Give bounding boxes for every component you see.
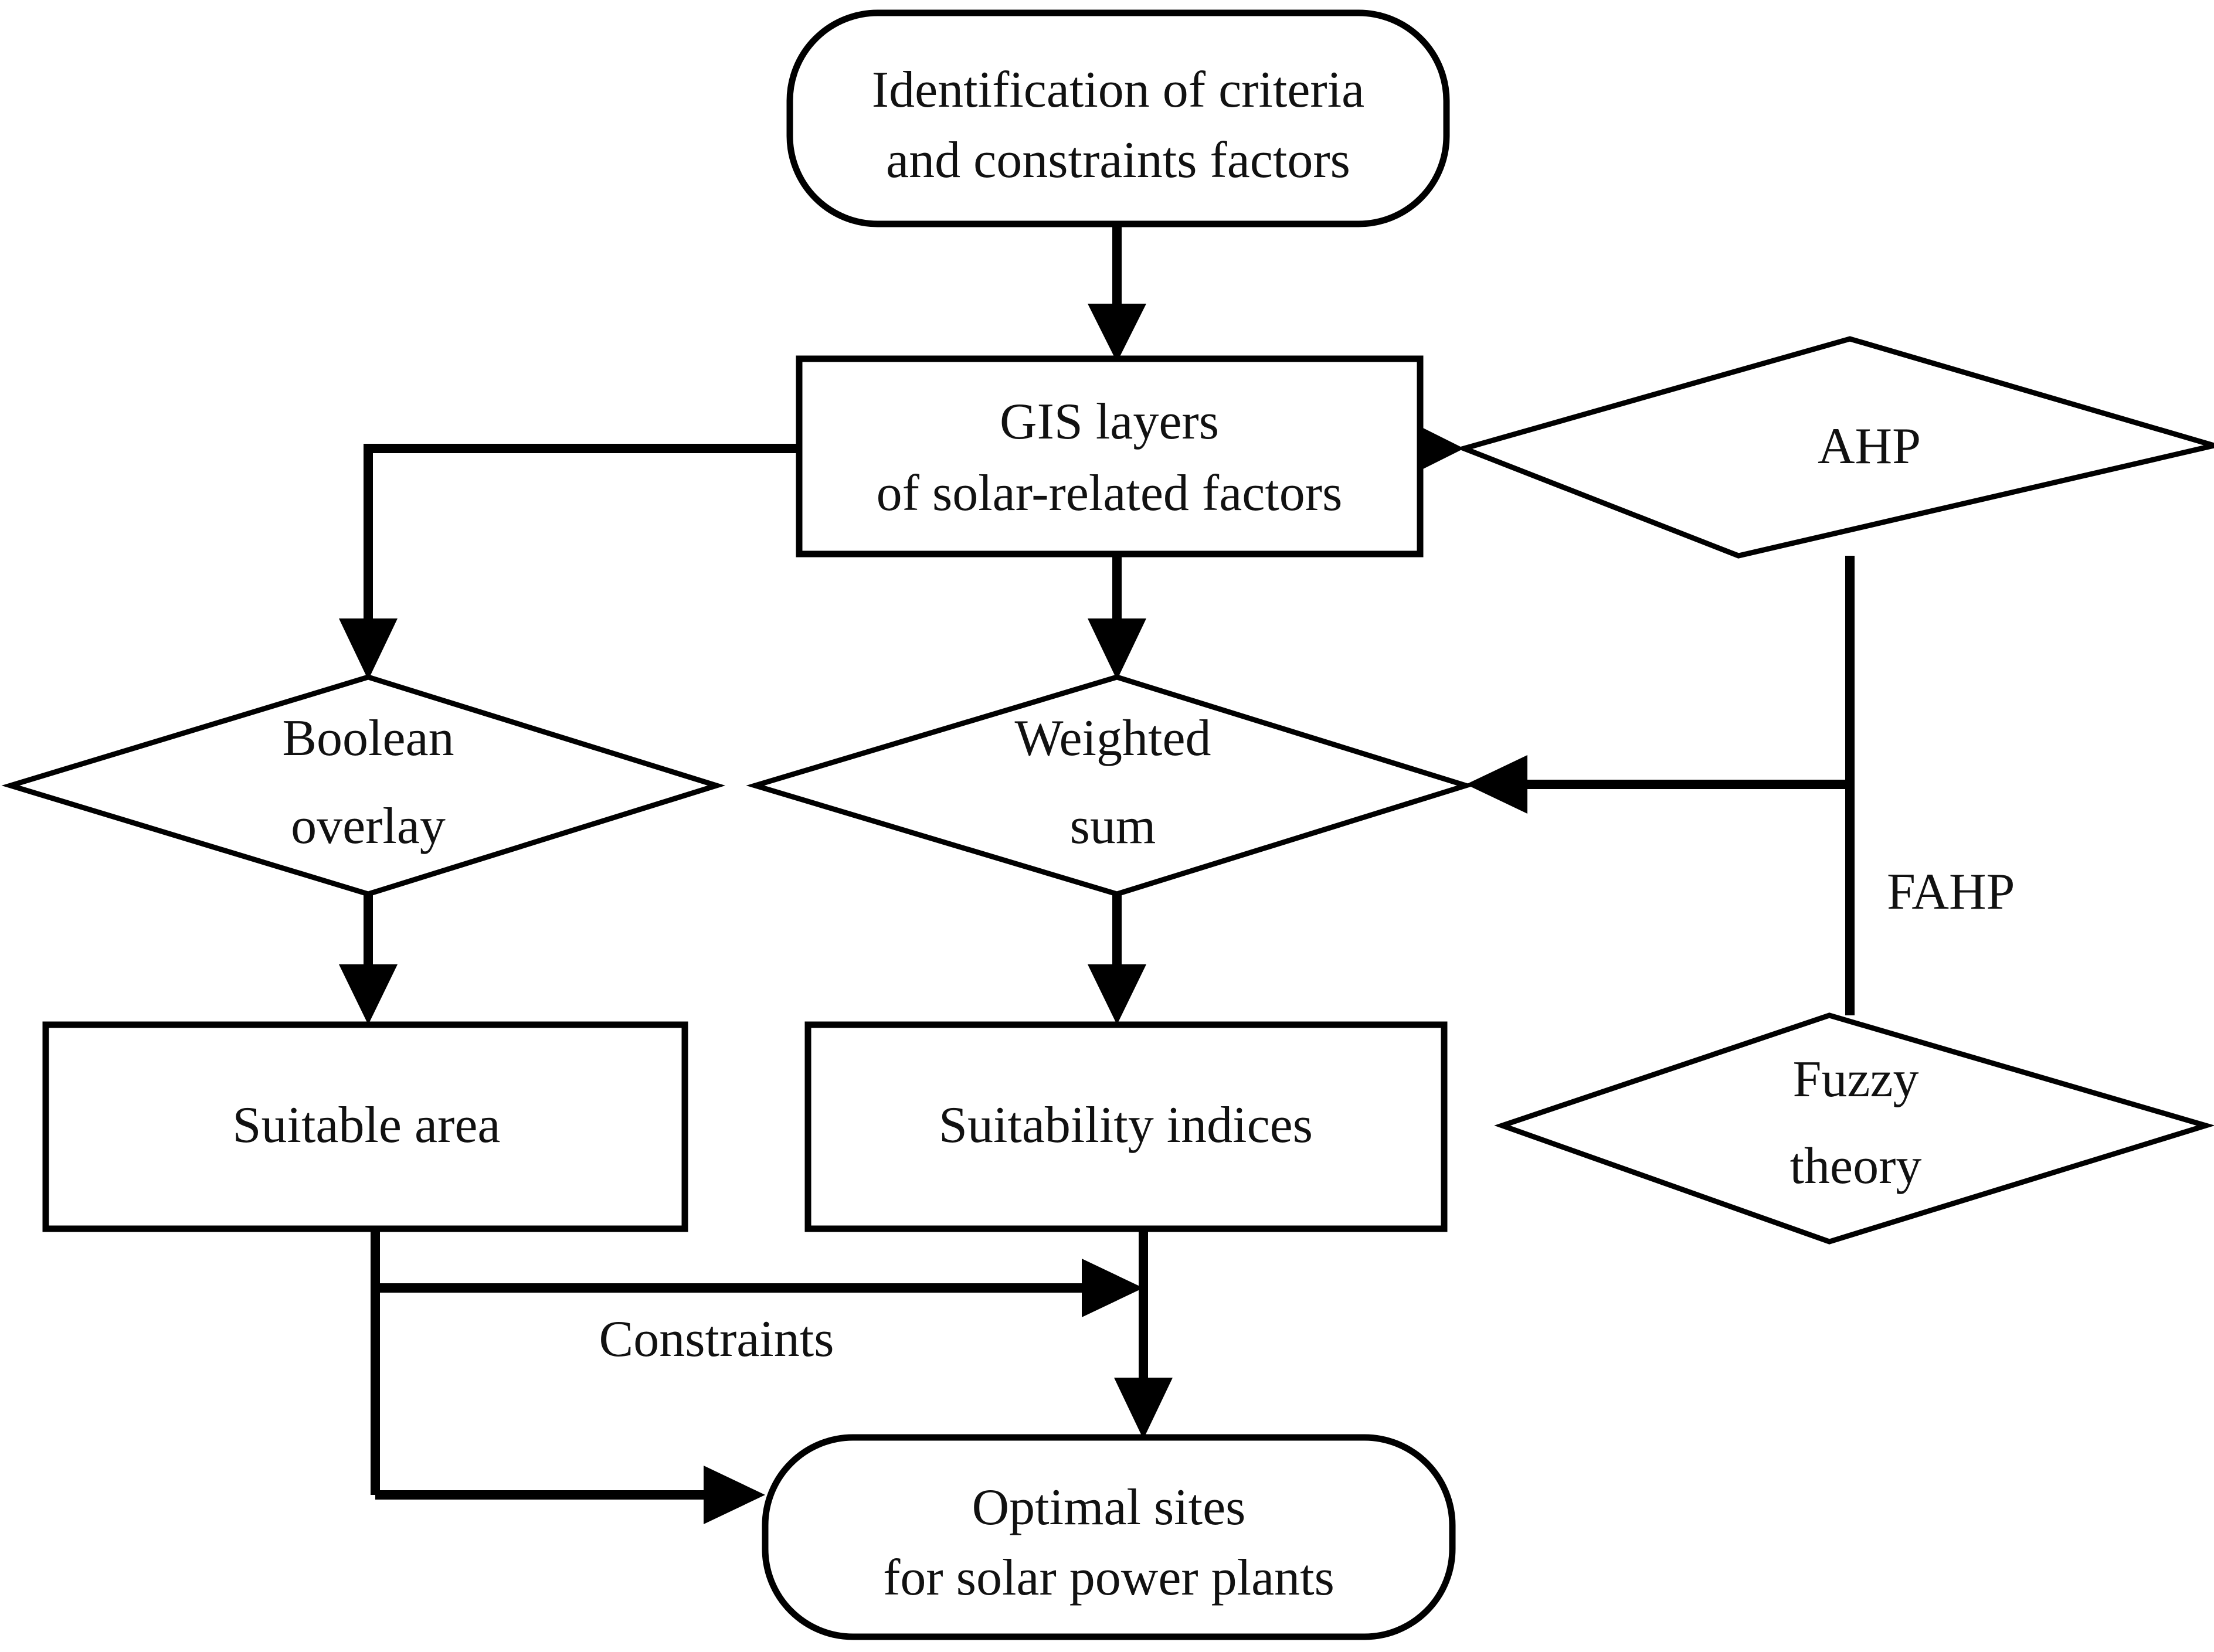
node-gis-layers[interactable]: GIS layers of solar-related factors bbox=[796, 355, 1424, 558]
fuzzy-theory-line-2: theory bbox=[1790, 1138, 1922, 1195]
optimal-sites-line-2: for solar power plants bbox=[883, 1549, 1334, 1606]
edge-gis-to-boolean bbox=[339, 444, 799, 680]
node-weighted-sum[interactable]: Weighted sum bbox=[746, 674, 1475, 897]
edge-weighted-sum-to-indices bbox=[1088, 894, 1146, 1025]
edge-boolean-to-suitable-area bbox=[339, 894, 398, 1025]
identification-line-1: Identification of criteria bbox=[872, 62, 1364, 118]
edge-suitable-area-constraints bbox=[371, 1228, 1143, 1495]
node-ahp[interactable]: AHP bbox=[1455, 336, 2214, 559]
boolean-overlay-line-1: Boolean bbox=[282, 710, 454, 767]
edge-identification-to-gis bbox=[1088, 226, 1146, 362]
suitability-indices-label: Suitability indices bbox=[939, 1097, 1313, 1154]
node-suitable-area[interactable]: Suitable area bbox=[42, 1021, 688, 1232]
edge-label-constraints: Constraints bbox=[599, 1311, 834, 1368]
edge-suitable-area-to-optimal-sites bbox=[375, 1466, 765, 1524]
suitable-area-label: Suitable area bbox=[233, 1097, 501, 1154]
edge-indices-to-optimal-sites bbox=[1114, 1228, 1173, 1439]
weighted-sum-line-2: sum bbox=[1070, 798, 1156, 855]
gis-layers-line-2: of solar-related factors bbox=[877, 465, 1343, 522]
node-optimal-sites[interactable]: Optimal sites for solar power plants bbox=[762, 1434, 1456, 1640]
ahp-label: AHP bbox=[1818, 418, 1921, 475]
node-identification[interactable]: Identification of criteria and constrain… bbox=[786, 9, 1450, 227]
weighted-sum-line-1: Weighted bbox=[1014, 710, 1211, 767]
edge-gis-to-weighted-sum bbox=[1088, 554, 1146, 680]
optimal-sites-line-1: Optimal sites bbox=[972, 1479, 1246, 1536]
fuzzy-theory-line-1: Fuzzy bbox=[1792, 1051, 1918, 1108]
node-boolean-overlay[interactable]: Boolean overlay bbox=[1, 674, 726, 897]
identification-line-2: and constraints factors bbox=[886, 132, 1350, 189]
edge-label-fahp: FAHP bbox=[1887, 864, 2015, 920]
edge-fahp-to-weighted-sum bbox=[1466, 755, 1850, 814]
boolean-overlay-line-2: overlay bbox=[291, 798, 446, 855]
node-fuzzy-theory[interactable]: Fuzzy theory bbox=[1494, 1012, 2214, 1245]
gis-layers-line-1: GIS layers bbox=[1000, 393, 1219, 450]
node-suitability-indices[interactable]: Suitability indices bbox=[804, 1021, 1448, 1232]
